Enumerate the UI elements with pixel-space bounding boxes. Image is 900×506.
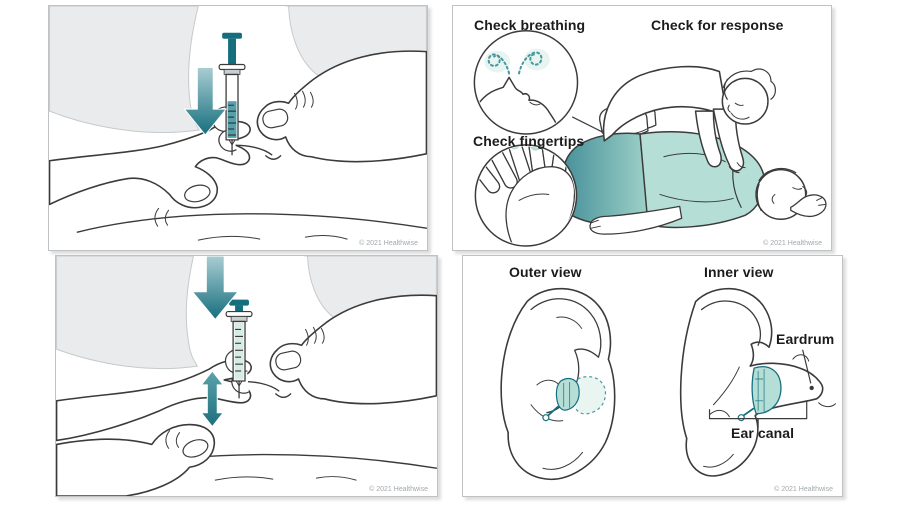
kneeling-rescuer (602, 65, 776, 174)
panel-ear-views: Outer view Inner view Eardrum Ear canal … (462, 255, 843, 497)
syringe (218, 32, 246, 156)
earpiece-inner (737, 366, 782, 422)
label-ear-canal: Ear canal (731, 425, 795, 441)
label-check-for-response: Check for response (651, 17, 784, 33)
copyright-text: © 2021 Healthwise (359, 240, 418, 247)
injection-press-illustration (56, 256, 437, 496)
copyright-text: © 2021 Healthwise (774, 486, 833, 493)
ear-canal-bracket (708, 400, 808, 429)
outer-ear (500, 287, 616, 481)
copyright-text: © 2021 Healthwise (369, 486, 428, 493)
panel-injection-insert: © 2021 Healthwise (48, 5, 428, 251)
panel-injection-press: © 2021 Healthwise (55, 255, 438, 497)
breath-swirl-icon (518, 51, 543, 75)
breath-swirl-icon (487, 53, 511, 75)
earpiece-hidden-dome (575, 376, 606, 414)
eardrum-pointer-line (802, 349, 812, 384)
ear-views-illustration (500, 287, 836, 481)
lying-person (561, 131, 827, 235)
right-hand-holding (269, 294, 437, 405)
left-hand-pinching (49, 120, 251, 227)
label-eardrum: Eardrum (776, 331, 835, 347)
fingertips-inset-circle (474, 144, 578, 247)
down-arrow-icon (183, 67, 228, 136)
panel-check-response: Check breathing Check for response Check… (452, 5, 832, 251)
injection-insert-illustration (49, 6, 427, 241)
label-inner-view: Inner view (704, 264, 774, 280)
check-response-illustration (473, 30, 827, 247)
breathing-inset-circle (473, 30, 579, 135)
right-hand-holding (256, 50, 427, 163)
earpiece-outer (542, 377, 580, 422)
left-hand-pinching (56, 358, 252, 496)
label-outer-view: Outer view (509, 264, 582, 280)
down-arrow-icon (191, 256, 240, 321)
copyright-text: © 2021 Healthwise (763, 240, 822, 247)
up-down-arrow-icon (200, 370, 225, 428)
syringe (225, 299, 253, 399)
label-check-breathing: Check breathing (474, 17, 586, 33)
inner-ear (679, 287, 836, 477)
eardrum-dot (809, 385, 814, 391)
label-check-fingertips: Check fingertips (473, 133, 585, 149)
